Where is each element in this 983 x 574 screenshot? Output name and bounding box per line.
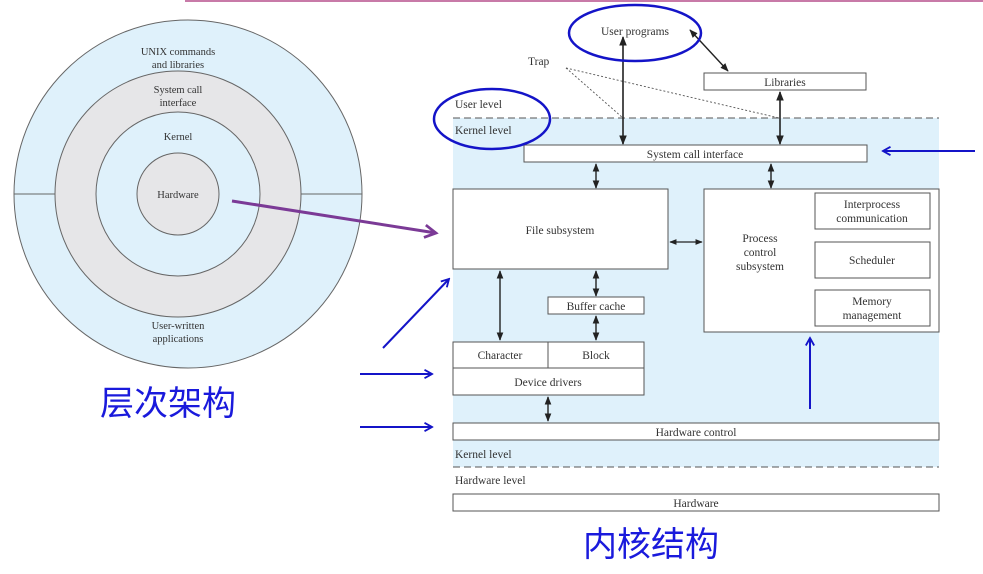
ring-label-unix-commands-1: UNIX commands xyxy=(141,47,215,58)
highlight-user-programs xyxy=(567,3,703,63)
ring-label-hardware: Hardware xyxy=(157,190,199,201)
caption-layered-architecture: 层次架构 xyxy=(100,384,236,424)
memory-management-label-2: management xyxy=(843,310,903,322)
layered-diagram: UNIX commands and libraries System call … xyxy=(13,19,363,369)
purple-arrow-hardware-to-file xyxy=(231,199,436,233)
process-control-label-3: subsystem xyxy=(736,261,784,273)
kernel-diagram: Trap User programs Libraries User level … xyxy=(452,26,940,512)
trap-label: Trap xyxy=(528,56,550,68)
process-control-label-1: Process xyxy=(742,233,778,245)
hardware-label: Hardware xyxy=(673,498,718,510)
hardware-level-label: Hardware level xyxy=(455,475,526,487)
hardware-box xyxy=(452,493,940,512)
user-programs-label: User programs xyxy=(601,26,670,38)
device-drivers-label: Device drivers xyxy=(514,377,582,389)
buffer-cache-label: Buffer cache xyxy=(567,301,626,313)
ring-label-kernel: Kernel xyxy=(164,132,193,143)
process-control-label-2: control xyxy=(744,247,777,259)
trap-line-1 xyxy=(565,67,624,119)
scheduler-box xyxy=(814,241,931,279)
kernel-level-label-top: Kernel level xyxy=(455,125,512,137)
hardware-control-box xyxy=(452,422,940,441)
file-subsystem-box xyxy=(452,188,669,270)
system-call-interface-label: System call interface xyxy=(647,149,743,161)
trap-line-2 xyxy=(565,67,780,119)
kernel-level-label-bottom: Kernel level xyxy=(455,449,512,461)
user-level-label: User level xyxy=(455,99,502,111)
ring-label-user-apps-2: applications xyxy=(153,334,204,345)
highlight-user-kernel-level xyxy=(432,87,552,151)
ring-label-syscall-2: interface xyxy=(160,98,197,109)
libraries-box xyxy=(703,72,867,91)
ring-label-syscall-1: System call xyxy=(154,85,203,96)
ipc-label-1: Interprocess xyxy=(844,199,901,211)
ring-hardware xyxy=(136,152,220,236)
block-label: Block xyxy=(582,350,610,362)
memory-management-label-1: Memory xyxy=(852,296,892,308)
file-subsystem-label: File subsystem xyxy=(526,225,595,237)
memory-management-box xyxy=(814,289,931,327)
system-call-interface-box xyxy=(523,144,868,163)
ring-label-user-apps-1: User-written xyxy=(152,321,206,332)
hardware-control-label: Hardware control xyxy=(656,427,737,439)
blue-arrow-to-file-subsystem xyxy=(382,279,449,349)
ipc-box xyxy=(814,192,931,230)
arrow-user-programs-libraries xyxy=(689,29,729,72)
ipc-label-2: communication xyxy=(836,213,908,225)
scheduler-label: Scheduler xyxy=(849,255,895,267)
buffer-cache-box xyxy=(547,296,645,315)
caption-kernel-structure: 内核结构 xyxy=(583,525,719,565)
libraries-label: Libraries xyxy=(764,77,806,89)
ring-label-unix-commands-2: and libraries xyxy=(152,60,204,71)
character-label: Character xyxy=(478,350,523,362)
